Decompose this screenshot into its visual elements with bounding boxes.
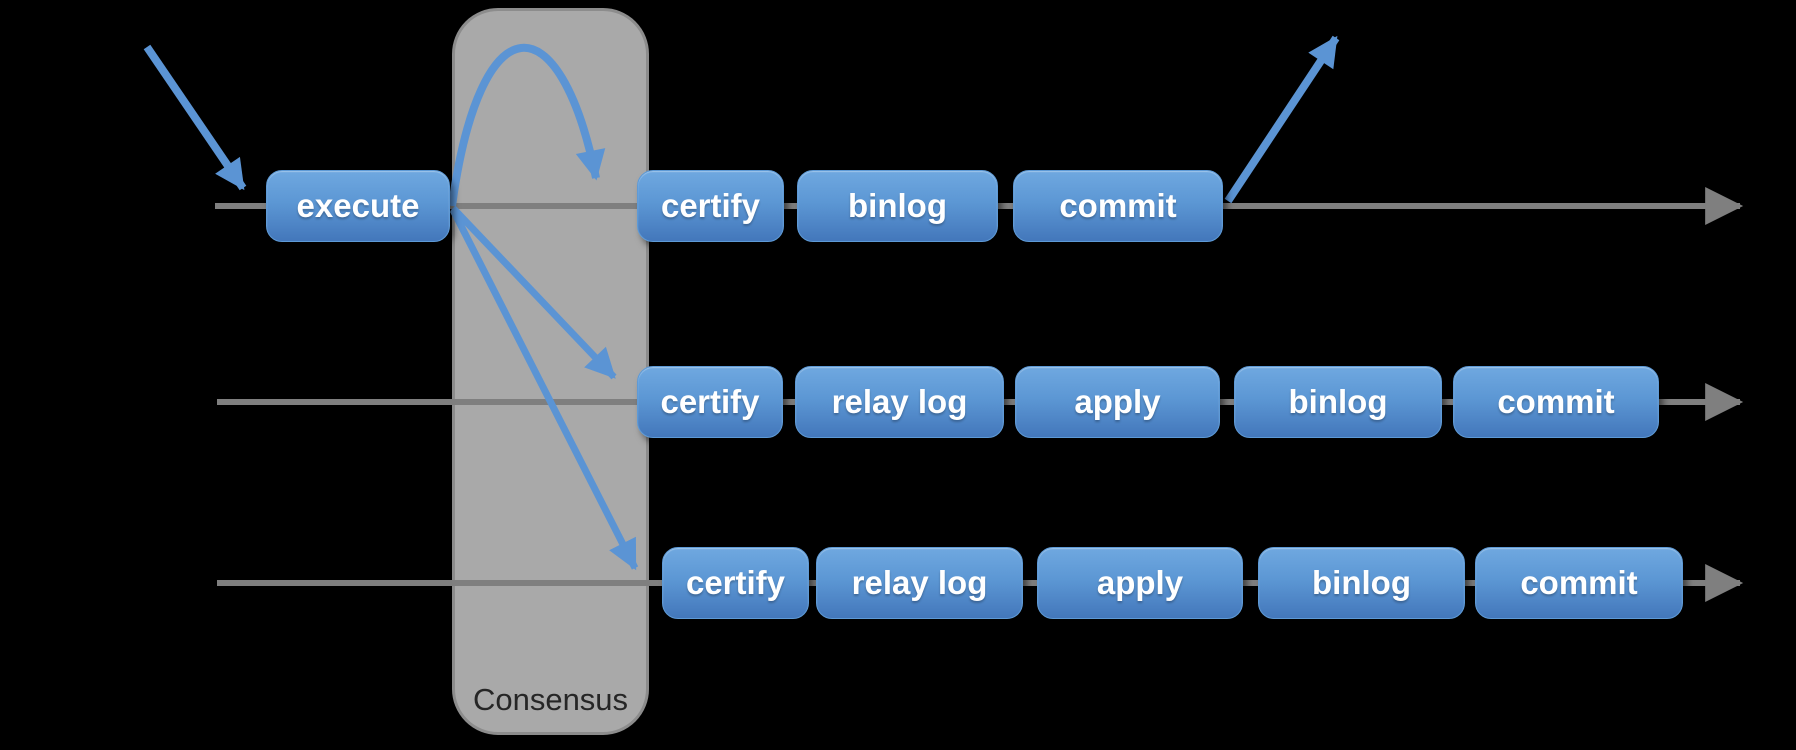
client-response-arrow	[1224, 35, 1340, 204]
row2-step-apply: apply	[1015, 366, 1220, 438]
consensus-box: Consensus	[452, 8, 649, 735]
incoming-transaction-arrow	[143, 44, 247, 191]
row3-step-certify: certify	[662, 547, 809, 619]
row3-step-relay-log: relay log	[816, 547, 1023, 619]
row1-step-execute: execute	[266, 170, 450, 242]
row3-step-commit: commit	[1475, 547, 1683, 619]
consensus-loopback-arrow	[448, 44, 606, 207]
row1-step-binlog: binlog	[797, 170, 998, 242]
row3-step-apply: apply	[1037, 547, 1243, 619]
row1-step-certify: certify	[637, 170, 784, 242]
row2-step-relay-log: relay log	[795, 366, 1004, 438]
row2-step-commit: commit	[1453, 366, 1659, 438]
replicate-to-server3-arrow	[449, 208, 639, 571]
row3-step-binlog: binlog	[1258, 547, 1465, 619]
row2-step-certify: certify	[637, 366, 783, 438]
row2-step-binlog: binlog	[1234, 366, 1442, 438]
row1-step-commit: commit	[1013, 170, 1223, 242]
replicate-to-server2-arrow	[450, 205, 617, 380]
consensus-label: Consensus	[472, 682, 629, 717]
